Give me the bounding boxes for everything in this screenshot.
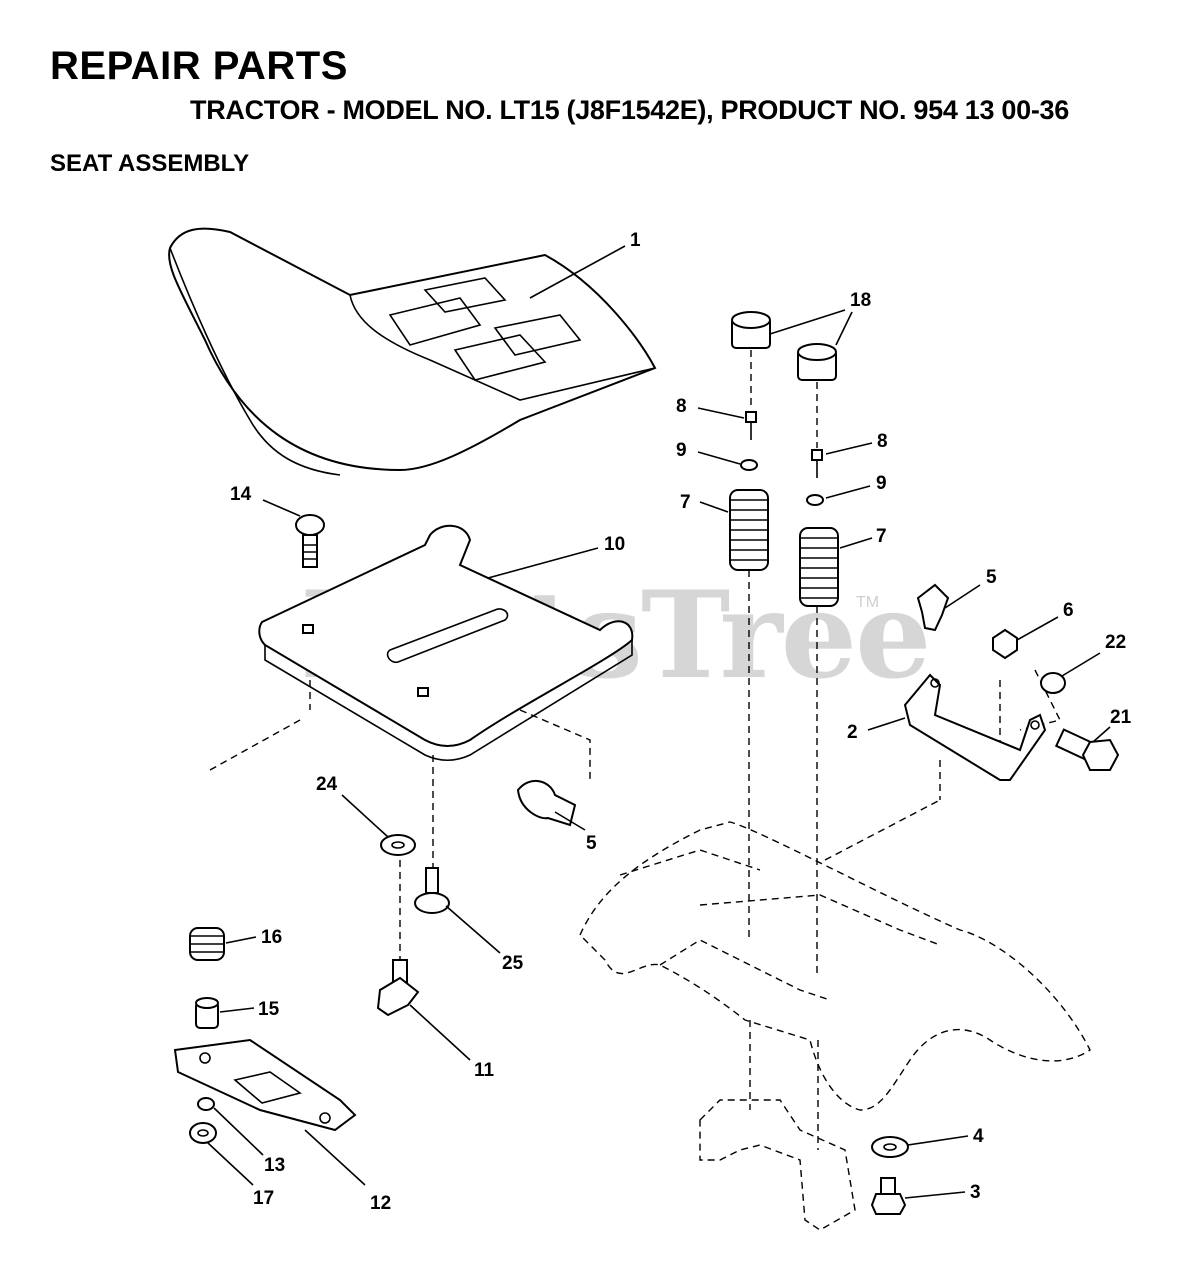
callout-2: 2 — [847, 722, 858, 743]
spring-16-part[interactable] — [189, 927, 225, 961]
callout-21: 21 — [1110, 707, 1132, 728]
callout-11: 11 — [474, 1060, 495, 1081]
callout-22: 22 — [1105, 632, 1126, 653]
callout-8-left: 8 — [676, 396, 687, 417]
washer-24-part[interactable] — [380, 834, 416, 856]
washer-13-part[interactable] — [197, 1097, 215, 1111]
hex-bolt-part[interactable] — [870, 1177, 907, 1215]
spring-right-part[interactable] — [799, 527, 839, 607]
mounting-plate-part[interactable] — [173, 1038, 357, 1132]
bolt-8-right[interactable] — [811, 449, 823, 478]
callout-9-left: 9 — [676, 440, 687, 461]
callout-13: 13 — [264, 1155, 285, 1176]
washer-9-right[interactable] — [806, 494, 824, 506]
callout-24: 24 — [316, 774, 338, 795]
callout-1: 1 — [630, 230, 641, 251]
seat-part[interactable] — [168, 227, 657, 476]
carriage-bolt-part[interactable] — [295, 514, 325, 568]
seat-pan-part[interactable] — [258, 524, 634, 762]
watermark-trademark: TM — [856, 594, 880, 611]
spacer-right-part[interactable] — [797, 343, 837, 381]
washer-9-left[interactable] — [740, 459, 758, 471]
model-subtitle: TRACTOR - MODEL NO. LT15 (J8F1542E), PRO… — [190, 95, 1069, 125]
callout-16: 16 — [261, 927, 282, 948]
page-title: REPAIR PARTS — [50, 44, 348, 88]
callout-8-right: 8 — [877, 431, 888, 452]
callout-10: 10 — [604, 534, 625, 555]
lever-upper-part[interactable] — [916, 583, 950, 632]
shoulder-bolt-part[interactable] — [1054, 728, 1120, 771]
bracket-part[interactable] — [903, 673, 1047, 781]
washer-17-part[interactable] — [189, 1122, 217, 1144]
callout-4: 4 — [973, 1126, 984, 1147]
spacer-left-part[interactable] — [731, 311, 771, 349]
bushing-part[interactable] — [195, 997, 219, 1029]
callout-7-left: 7 — [680, 492, 691, 513]
callout-14: 14 — [230, 484, 252, 505]
callout-5-lower: 5 — [586, 833, 597, 854]
callout-6: 6 — [1063, 600, 1074, 621]
spring-left-part[interactable] — [729, 489, 769, 571]
callout-15: 15 — [258, 999, 280, 1020]
callout-3: 3 — [970, 1182, 981, 1203]
knob-part[interactable] — [376, 959, 420, 1017]
pan-head-bolt-part[interactable] — [414, 867, 450, 914]
callout-12: 12 — [370, 1193, 391, 1214]
section-title: SEAT ASSEMBLY — [50, 150, 250, 177]
callout-5-upper: 5 — [986, 567, 997, 588]
nut-part[interactable] — [992, 628, 1018, 660]
callout-9-right: 9 — [876, 473, 887, 494]
callout-7-right: 7 — [876, 526, 887, 547]
callout-17: 17 — [253, 1188, 274, 1209]
callout-25: 25 — [502, 953, 524, 974]
washer-22-part[interactable] — [1040, 672, 1066, 694]
lever-lower-part[interactable] — [516, 780, 577, 827]
callout-18: 18 — [850, 290, 871, 311]
washer-4-part[interactable] — [871, 1136, 909, 1158]
bolt-8-left[interactable] — [745, 411, 757, 440]
